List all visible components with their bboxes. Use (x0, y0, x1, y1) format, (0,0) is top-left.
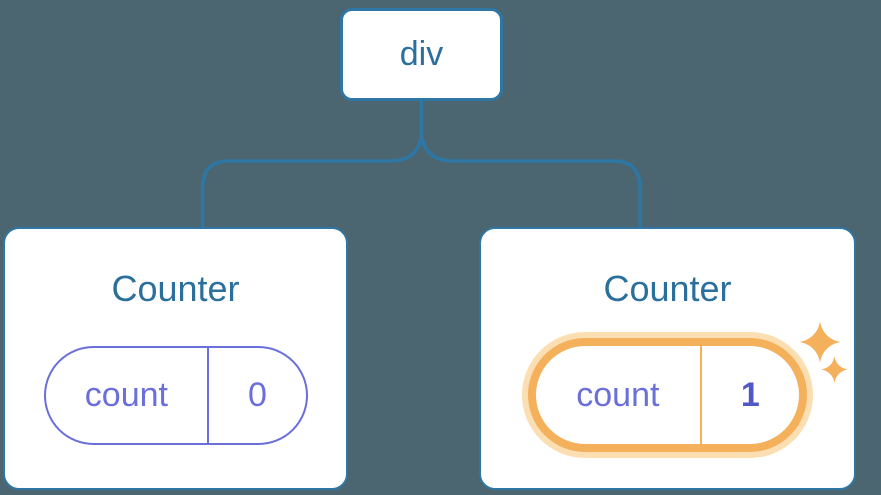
state-key: count (536, 346, 702, 444)
state-pill-highlighted: count 1 (528, 338, 807, 452)
component-title: Counter (603, 268, 732, 309)
state-key: count (46, 347, 210, 443)
sparkle-icon (821, 356, 848, 383)
state-pill: count 0 (43, 345, 308, 445)
counter-card-left: Counter count 0 (3, 227, 348, 490)
sparkle-icon (799, 321, 841, 363)
counter-card-right: Counter count 1 (479, 227, 856, 490)
state-pill-row: count 0 (43, 329, 308, 461)
connector-left-branch (200, 97, 424, 231)
component-title: Counter (111, 268, 240, 309)
root-node-div: div (340, 8, 503, 101)
state-value: 0 (247, 375, 267, 414)
state-pill-row: count 1 (528, 329, 807, 461)
connector-right-branch (419, 97, 642, 231)
state-value: 1 (740, 375, 760, 414)
root-node-label: div (399, 35, 444, 73)
